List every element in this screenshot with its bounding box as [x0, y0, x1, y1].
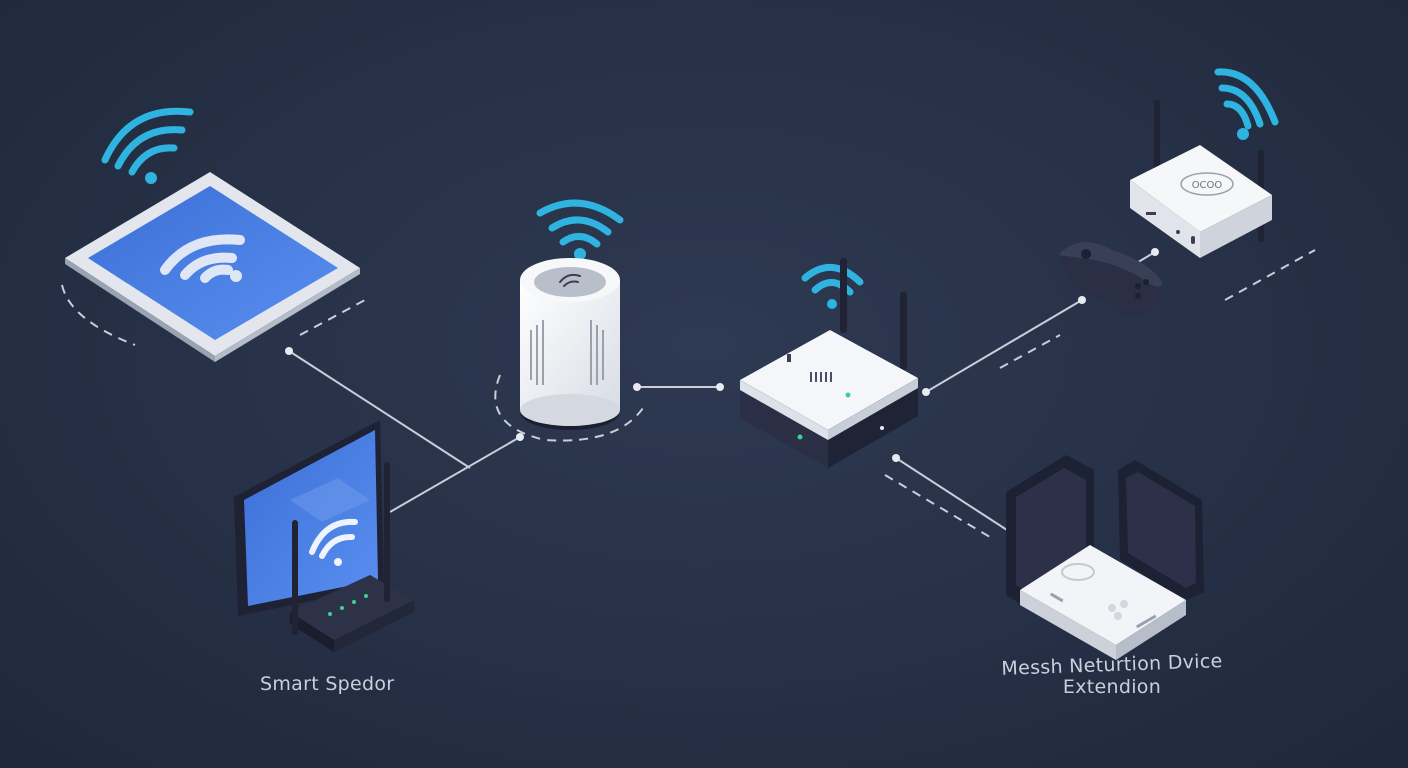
wifi-icon [309, 518, 358, 559]
dashed-arc-tablet-right [299, 299, 366, 336]
link-router-controller [925, 299, 1083, 393]
router-icon [740, 258, 918, 468]
connector-dot [716, 383, 724, 391]
connector-dot [892, 454, 900, 462]
dashed-arc-speaker [494, 374, 646, 442]
connector-dot [1151, 248, 1159, 256]
dashed-line-mid-right [999, 334, 1061, 369]
wifi-dot [574, 248, 586, 260]
dashed-arc-tablet [61, 284, 136, 346]
connector-dots [285, 248, 1159, 462]
wifi-icon [1214, 68, 1279, 130]
smart-speaker-icon [520, 258, 620, 430]
label-mesh-line2: Extendion [1062, 676, 1162, 698]
tablet-icon [65, 172, 360, 362]
dashed-line-console [884, 474, 996, 541]
wifi-icon [536, 199, 624, 248]
speaker-grille [530, 320, 604, 385]
wifi-dot [145, 172, 157, 184]
status-bars [810, 372, 832, 382]
box-logo: OCOO [1192, 180, 1223, 191]
wifi-icon [101, 107, 194, 176]
link-router-console [895, 457, 1008, 531]
connector-dot [516, 433, 524, 441]
router-icon [290, 462, 414, 652]
mesh-extender-icon [1006, 455, 1204, 660]
dashed-line-box [1224, 249, 1316, 301]
connector-dot [633, 383, 641, 391]
link-display-speaker [389, 436, 521, 513]
label-smart-speaker: Smart Spedor [260, 673, 395, 695]
wifi-icon [160, 234, 245, 283]
wifi-icon [559, 273, 581, 287]
smart-display-icon [234, 420, 384, 616]
link-tablet-hub [288, 350, 471, 469]
dashed-accents [61, 249, 1316, 541]
game-controller-icon [1058, 242, 1163, 318]
wifi-dot [1237, 128, 1249, 140]
wifi-icon [801, 263, 864, 296]
label-mesh-extender: Messh Neturtion Dvice Extendion [996, 650, 1228, 698]
connector-dot [922, 388, 930, 396]
connector-dot [285, 347, 293, 355]
streaming-box-icon: OCOO [1130, 100, 1272, 258]
connector-dot [1078, 296, 1086, 304]
wifi-dot [827, 299, 837, 309]
